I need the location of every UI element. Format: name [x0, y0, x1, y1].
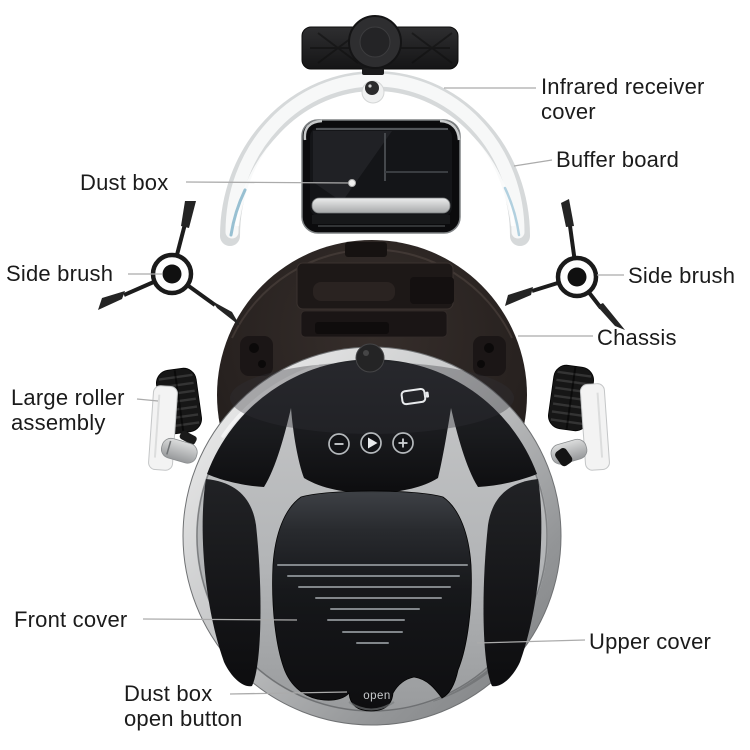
label-text: Dust box	[124, 681, 213, 706]
label-chassis: Chassis	[597, 325, 677, 350]
control-panel	[328, 387, 430, 455]
label-text: assembly	[11, 410, 106, 435]
leader-line-dust-box	[185, 181, 353, 184]
label-text: Large roller	[11, 385, 125, 410]
dust-box-part	[301, 119, 461, 234]
robot-body: open	[182, 343, 562, 726]
leader-line-large-roller-assembly	[136, 398, 159, 402]
right-wing-panel	[483, 479, 542, 687]
plus-button-icon	[392, 432, 414, 454]
leader-line-front-cover	[142, 618, 298, 621]
label-text: open button	[124, 706, 243, 731]
label-text: cover	[541, 99, 596, 124]
label-large-roller-assembly: Large roller assembly	[11, 385, 125, 435]
label-buffer-board: Buffer board	[556, 147, 680, 172]
minus-button-icon	[328, 433, 350, 455]
label-side-brush-left: Side brush	[6, 261, 114, 286]
leader-line-upper-cover	[476, 639, 586, 644]
roller-assembly-left-part	[148, 367, 202, 471]
upper-cover-top-panel	[207, 359, 537, 493]
roller-assembly-right-part	[548, 364, 610, 471]
top-sensor-dot	[355, 343, 385, 373]
label-front-cover: Front cover	[14, 607, 128, 632]
open-button-label: open	[363, 690, 391, 702]
side-brush-right-part	[505, 199, 625, 330]
ir-sensor-dot	[361, 80, 385, 104]
side-brush-left-part	[98, 201, 240, 326]
label-upper-cover: Upper cover	[589, 629, 712, 654]
leader-line-dust-box-open-button	[229, 691, 348, 695]
label-text: Infrared receiver	[541, 74, 705, 99]
left-wing-panel	[202, 479, 261, 687]
leader-dot-dust-box	[348, 179, 356, 187]
play-button-icon	[360, 432, 382, 454]
infrared-receiver-cover-part	[301, 15, 459, 75]
battery-icon	[400, 387, 430, 406]
label-side-brush-right: Side brush	[628, 263, 736, 288]
label-dust-box: Dust box	[80, 170, 169, 195]
front-cover-grill-lines	[277, 564, 468, 644]
leader-line-buffer-board	[513, 159, 553, 167]
leader-lines	[128, 87, 624, 695]
label-infrared-receiver-cover: Infrared receiver cover	[541, 74, 705, 124]
label-dust-box-open-button: Dust box open button	[124, 681, 242, 731]
front-cover-panel	[272, 490, 472, 712]
